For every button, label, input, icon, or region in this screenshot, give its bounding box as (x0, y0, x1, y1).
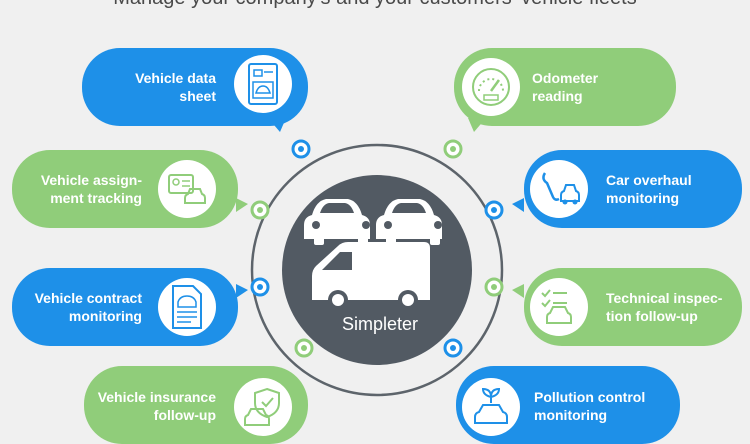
page-title: Manage your company's and your customers… (0, 0, 750, 10)
bubble-tail (236, 198, 248, 212)
car-overhaul-label: Car overhaul monitoring (606, 172, 692, 206)
vehicle-insurance-label: Vehicle insurance follow-up (97, 389, 216, 423)
connector-ring (250, 143, 504, 397)
hub-circle (282, 175, 472, 365)
odometer-reading-label: Odometer reading (532, 70, 599, 104)
bubble-tail (512, 198, 524, 212)
vehicle-assignment-label: Vehicle assign- ment tracking (40, 172, 142, 206)
shield-car-icon (234, 378, 292, 436)
document-car-icon (234, 55, 292, 113)
vehicle-data-sheet-label: Vehicle data sheet (135, 70, 216, 104)
bubble-tail (236, 284, 248, 298)
gauge-icon (462, 58, 520, 116)
van-icon (312, 242, 430, 310)
hub-diagram (250, 139, 504, 397)
leaf-car-icon (462, 378, 520, 436)
ring-node (443, 139, 463, 159)
pollution-control-label: Pollution control monitoring (534, 389, 646, 423)
ring-node (484, 200, 504, 220)
bubble-tail (468, 118, 486, 132)
bubble-tail (512, 284, 524, 298)
center-brand-label: Simpleter (341, 314, 419, 334)
vehicle-contract-label: Vehicle contract monitoring (34, 290, 142, 324)
bubble-tail (268, 118, 286, 132)
checklist-car-icon (530, 278, 588, 336)
ring-node (291, 139, 311, 159)
car-icon (304, 199, 370, 245)
ring-node (250, 277, 270, 297)
contract-car-icon (158, 278, 216, 336)
ring-node (294, 338, 314, 358)
wrench-car-icon (530, 160, 588, 218)
ring-node (250, 200, 270, 220)
technical-inspection-label: Technical inspec- tion follow-up (606, 290, 723, 324)
ring-node (484, 277, 504, 297)
driver-card-car-icon (158, 160, 216, 218)
ring-node (443, 338, 463, 358)
